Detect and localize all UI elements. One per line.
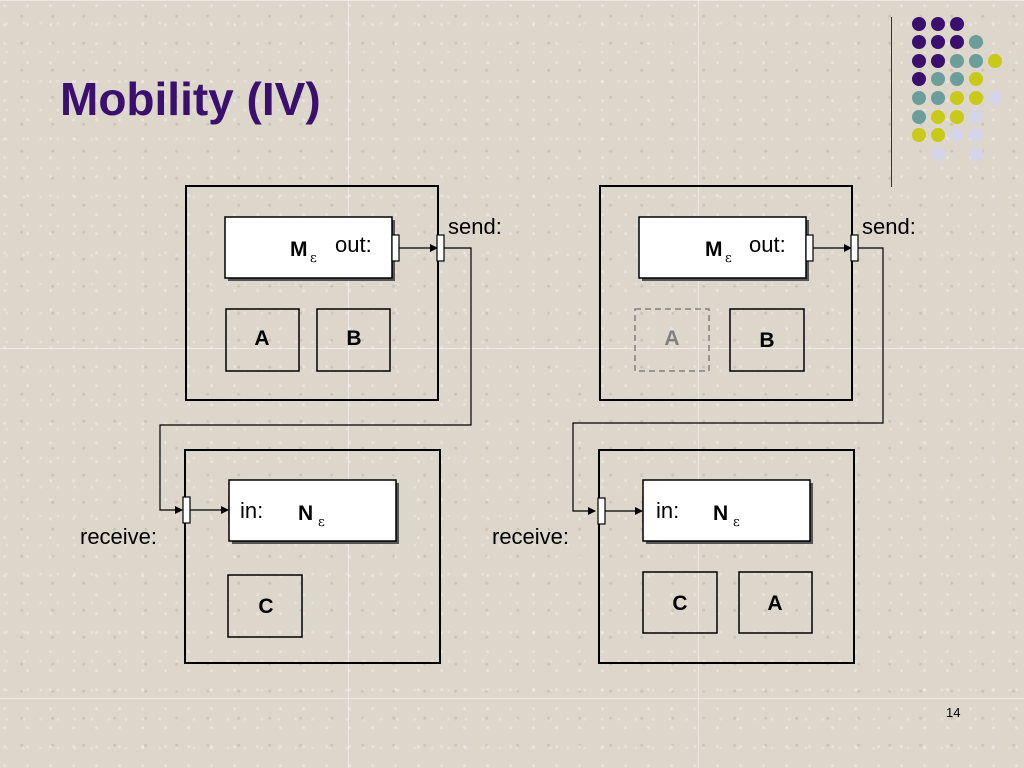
dot — [950, 54, 964, 68]
dot — [969, 128, 983, 142]
right-sender-process-box — [638, 216, 807, 279]
dot — [988, 54, 1002, 68]
out-port — [391, 234, 400, 262]
receive-port — [597, 497, 606, 525]
decorative-divider — [891, 17, 892, 187]
out-port-label: out: — [335, 232, 372, 257]
dot — [931, 17, 945, 31]
right-receiver-process-box — [642, 479, 811, 542]
dot — [931, 128, 945, 142]
component-box — [729, 308, 805, 372]
slide-number: 14 — [946, 705, 961, 720]
dot — [950, 35, 964, 49]
component-label: A — [254, 327, 269, 350]
grid-line — [698, 0, 699, 768]
component-label: B — [346, 327, 361, 350]
slide-title: Mobility (IV) — [60, 73, 321, 125]
component-label: A — [767, 592, 782, 615]
right-scenario: M ε out: send: A B receive: in: N ε C A — [492, 185, 916, 664]
left-sender-process-box — [224, 216, 393, 279]
component-box — [738, 571, 813, 634]
component-label: C — [672, 592, 687, 615]
component-label: B — [759, 329, 774, 352]
left-scenario: M ε out: send: A B receive: in: N ε C — [80, 185, 502, 664]
dot — [969, 54, 983, 68]
in-port-label: in: — [240, 498, 263, 523]
component-box — [642, 571, 718, 634]
receive-label: receive: — [80, 524, 157, 549]
grid-line — [0, 0, 1024, 1]
channel-connector — [159, 247, 472, 514]
right-sender-container — [599, 185, 853, 401]
send-label: send: — [448, 214, 502, 239]
dot — [950, 72, 964, 86]
channel-connector — [572, 247, 884, 515]
dot — [931, 72, 945, 86]
dot — [912, 54, 926, 68]
out-port-label: out: — [749, 232, 786, 257]
process-subscript: ε — [733, 515, 740, 530]
dot — [969, 35, 983, 49]
dot — [988, 91, 1002, 105]
right-receiver-container — [598, 449, 855, 664]
send-label: send: — [862, 214, 916, 239]
dot — [912, 91, 926, 105]
left-sender-container — [185, 185, 439, 401]
dot — [969, 110, 983, 124]
left-receiver-process: in: N ε — [228, 479, 399, 544]
grid-line — [0, 698, 1024, 699]
dot — [950, 91, 964, 105]
process-subscript: ε — [725, 251, 732, 266]
dot — [950, 128, 964, 142]
process-name: M — [290, 238, 308, 261]
send-port — [436, 234, 445, 262]
in-port-label: in: — [656, 498, 679, 523]
dot — [912, 128, 926, 142]
dot — [931, 147, 945, 161]
receive-label: receive: — [492, 524, 569, 549]
left-receiver-process-box — [228, 479, 397, 542]
component-box — [316, 308, 391, 372]
component-box — [225, 308, 300, 372]
left-receiver-container — [184, 449, 441, 664]
component-box — [227, 574, 303, 638]
dot — [950, 17, 964, 31]
dot — [969, 91, 983, 105]
ghost-component-label: A — [664, 327, 679, 350]
dot — [931, 91, 945, 105]
dot — [912, 110, 926, 124]
receive-port — [182, 496, 191, 524]
process-subscript: ε — [310, 251, 317, 266]
send-port — [850, 234, 859, 262]
right-receiver-process: in: N ε — [642, 479, 813, 544]
right-sender-process: M ε out: — [638, 216, 809, 281]
dot — [912, 17, 926, 31]
process-name: N — [713, 502, 728, 525]
dot — [950, 110, 964, 124]
dot — [912, 72, 926, 86]
out-port — [805, 234, 814, 262]
process-name: M — [705, 238, 723, 261]
grid-line — [348, 0, 349, 768]
ghost-component-box — [634, 308, 710, 372]
dot — [931, 35, 945, 49]
left-sender-process: M ε out: — [224, 216, 395, 281]
grid-line — [0, 348, 1024, 349]
process-subscript: ε — [318, 515, 325, 530]
dot — [912, 35, 926, 49]
dot — [931, 54, 945, 68]
component-label: C — [258, 595, 273, 618]
dot — [969, 147, 983, 161]
dot — [969, 72, 983, 86]
process-name: N — [298, 502, 313, 525]
dot — [931, 110, 945, 124]
